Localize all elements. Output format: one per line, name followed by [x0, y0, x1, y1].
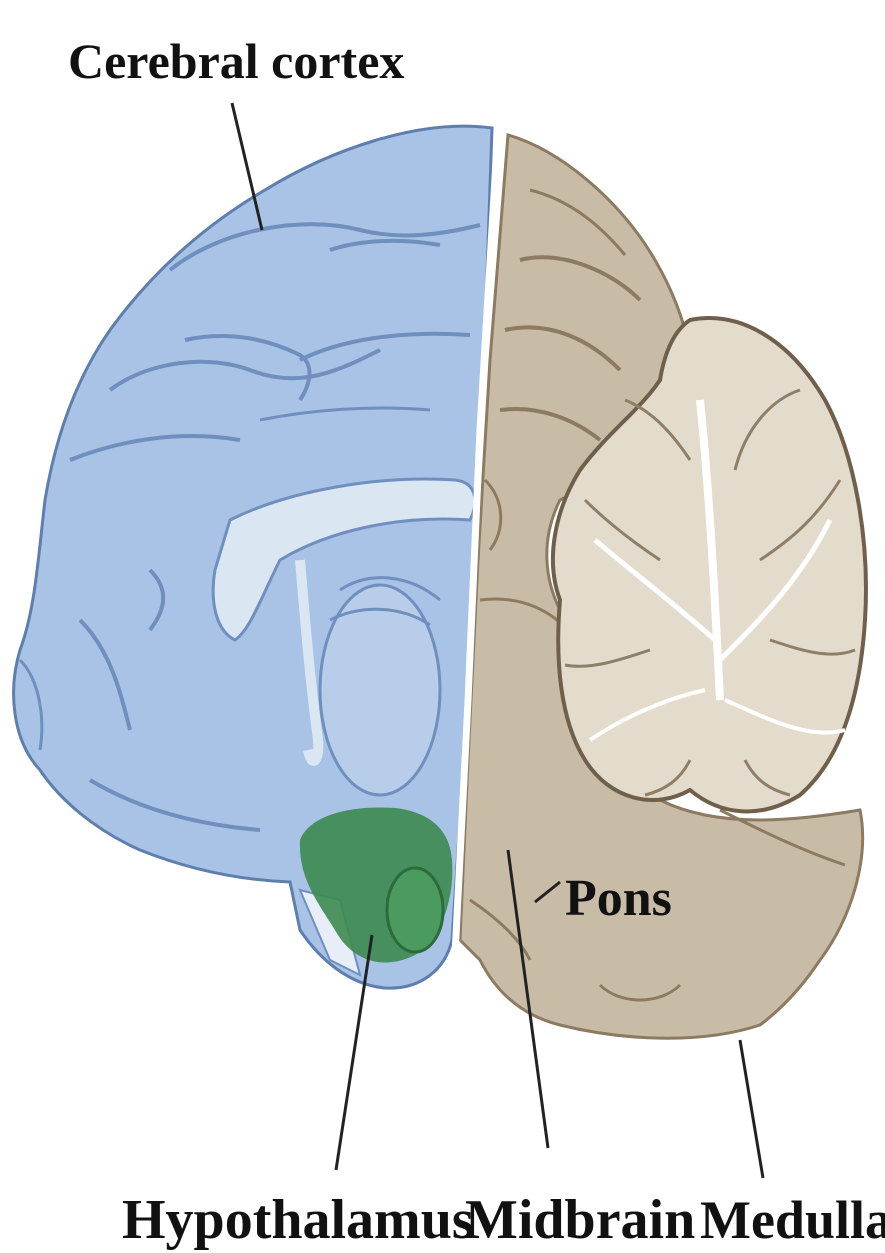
label-midbrain: Midbrain	[465, 1189, 695, 1251]
label-hypothalamus: Hypothalamus	[122, 1189, 474, 1251]
label-pons: Pons	[565, 870, 672, 927]
leader-line-medulla	[740, 1040, 763, 1178]
label-cerebral-cortex: Cerebral cortex	[68, 33, 404, 89]
label-medulla: Medulla	[700, 1190, 885, 1250]
